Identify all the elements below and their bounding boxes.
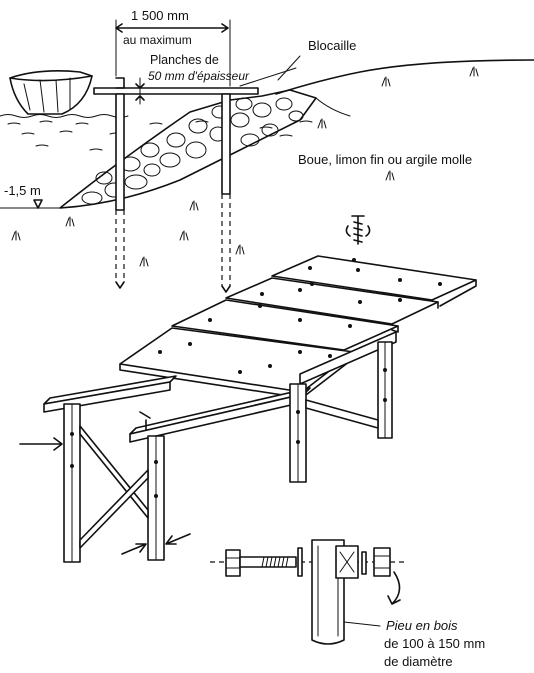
riprap-label: Blocaille — [308, 38, 356, 53]
strut-detail — [139, 411, 151, 431]
legs — [63, 341, 393, 563]
soil-label: Boue, limon fin ou argile molle — [298, 152, 472, 167]
width-dimension — [115, 19, 231, 87]
deck-screws — [158, 258, 442, 374]
thickness-dimension — [135, 77, 145, 105]
cross-bracing — [79, 399, 379, 549]
riprap-leader — [277, 55, 301, 81]
deck-panels — [119, 255, 477, 399]
direction-arrows — [19, 437, 191, 555]
grass-tufts — [11, 66, 479, 267]
planks-label-line1: Planches de — [150, 53, 219, 67]
cross-section-scene — [0, 19, 534, 293]
width-limit-label: au maximum — [123, 33, 192, 47]
pile-label-line2: de 100 à 150 mm — [384, 636, 485, 651]
width-value-label: 1 500 mm — [131, 8, 189, 23]
boat-illustration — [9, 70, 93, 115]
shore-line — [275, 59, 534, 95]
planks-label-line2: 50 mm d'épaisseur — [148, 69, 250, 83]
water-surface — [0, 114, 313, 151]
bolt-detail — [210, 539, 406, 645]
bank-slope — [315, 97, 351, 117]
depth-label: -1,5 m — [4, 183, 41, 198]
pile-label-line1: Pieu en bois — [386, 618, 458, 633]
depth-marker — [0, 199, 61, 209]
deck-section — [93, 77, 259, 293]
screw-icon — [345, 215, 371, 245]
dock-assembly — [19, 215, 477, 563]
pile-label-line3: de diamètre — [384, 654, 453, 669]
